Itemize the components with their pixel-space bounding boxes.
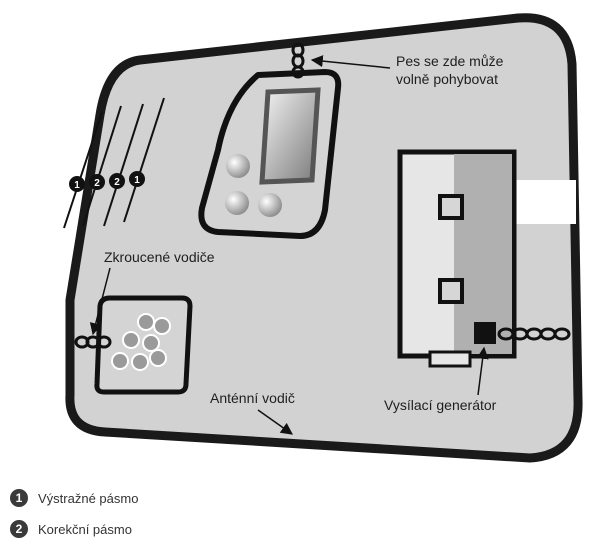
legend-label-warning: Výstražné pásmo: [38, 490, 139, 506]
transmitter-device: [474, 322, 496, 344]
legend-item-correction: 2 Korekční pásmo: [10, 519, 310, 539]
arrow-twisted-wires: [89, 267, 111, 336]
arrow-transmitter: [476, 346, 489, 396]
twisted-wires-box: [94, 295, 193, 395]
svg-text:2: 2: [94, 178, 100, 189]
window-upper: [438, 194, 464, 220]
svg-text:2: 2: [114, 177, 120, 188]
label-wire-crossing-line2: volně pohybovat: [396, 71, 498, 87]
display-screen: [259, 87, 321, 185]
zone-markers: 1 2 2 1: [69, 171, 145, 192]
gear-cluster-icon: [111, 313, 171, 371]
svg-text:1: 1: [134, 175, 140, 186]
label-transmitter: Vysílací generátor: [384, 397, 497, 413]
transmitter-building: [397, 149, 517, 368]
twisted-wire-right: [497, 327, 571, 341]
arrow-antenna-wire: [257, 409, 293, 435]
svg-text:1: 1: [74, 180, 80, 191]
legend-label-correction: Korekční pásmo: [38, 521, 132, 537]
twisted-wire-top: [291, 42, 305, 79]
control-button-1: [226, 154, 250, 178]
arrow-wire-crossing: [310, 55, 391, 69]
label-wire-crossing: Pes se zde může: [396, 53, 504, 69]
control-button-2: [225, 191, 249, 215]
twisted-wire-left: [74, 335, 112, 349]
legend-badge-2: 2: [10, 520, 28, 538]
gate-opening: [512, 180, 576, 224]
control-button-3: [258, 193, 282, 217]
label-twisted-wires: Zkroucené vodiče: [104, 249, 215, 265]
window-lower: [438, 278, 464, 304]
house-unit: [198, 69, 342, 239]
legend-badge-1: 1: [10, 489, 28, 507]
legend-item-warning: 1 Výstražné pásmo: [10, 488, 310, 508]
zone-lines: [63, 97, 165, 229]
label-antenna-wire: Anténní vodič: [210, 390, 295, 406]
